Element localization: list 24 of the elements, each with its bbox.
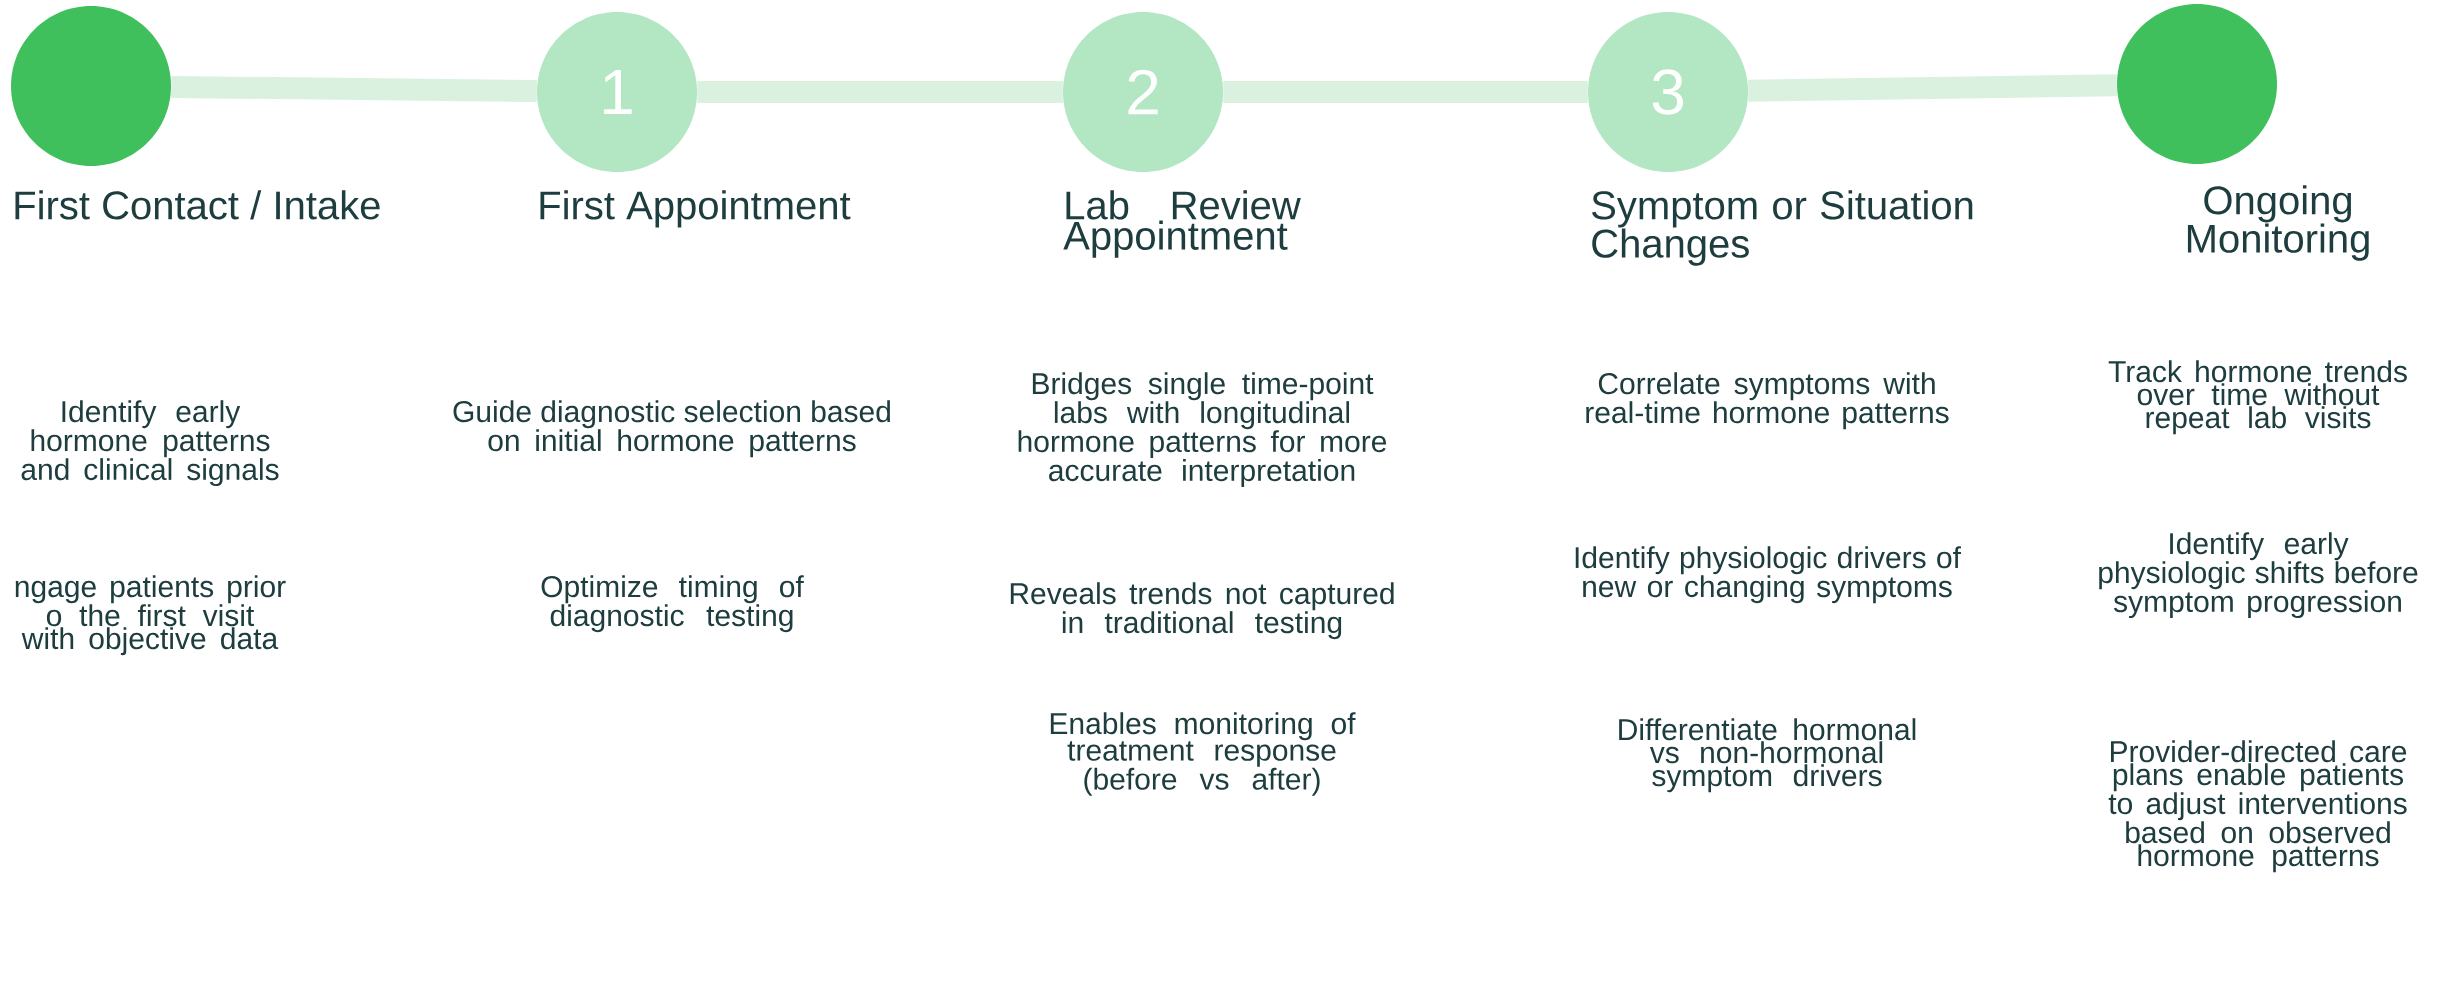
description-text: Reveals trends not captured in traditional testing	[1010, 582, 1394, 640]
description-text: Optimize timing of diagnostic testing	[541, 575, 804, 633]
description-text: Identify early physiologic shifts before symptom progression	[2099, 532, 2418, 619]
description-text: Provider-directed care plans enable patients to adjust interventions based on observed hormone patterns	[2108, 740, 2407, 873]
description-text: Guide diagnostic selection based on initial hormone patterns	[453, 400, 890, 458]
timeline-line	[697, 81, 1063, 103]
timeline-line	[171, 75, 537, 103]
step-circle	[2117, 4, 2278, 164]
timeline-line	[1223, 81, 1588, 103]
timeline-line	[1748, 74, 2117, 102]
step-heading: First Contact / Intake	[15, 190, 380, 220]
description-text: Enables monitoring of treatment response (before vs after)	[1050, 712, 1356, 796]
description-text: Correlate symptoms with real-time hormone patterns	[1586, 372, 1949, 430]
step-heading: Symptom or Situation Changes	[1592, 190, 1973, 266]
description-text: ngage patients prior o the first visit with objective data	[15, 575, 286, 656]
description-text: Identify physiologic drivers of new or changing symptoms	[1575, 546, 1961, 604]
description-text: Bridges single time-point labs with longitudinal hormone patterns for more accurate interpretation	[1018, 372, 1387, 488]
description-text: Differentiate hormonal vs non-hormonal symptom drivers	[1619, 718, 1916, 793]
description-text: Identify early hormone patterns and clinical signals	[21, 400, 279, 487]
step-heading: Lab Review Appointment	[1063, 190, 1301, 258]
description-text: Track hormone trends over time without repeat lab visits	[2108, 360, 2407, 435]
step-heading: Ongoing Monitoring	[2187, 185, 2369, 261]
step-heading: First Appointment	[540, 190, 851, 228]
step-circle	[11, 6, 171, 166]
